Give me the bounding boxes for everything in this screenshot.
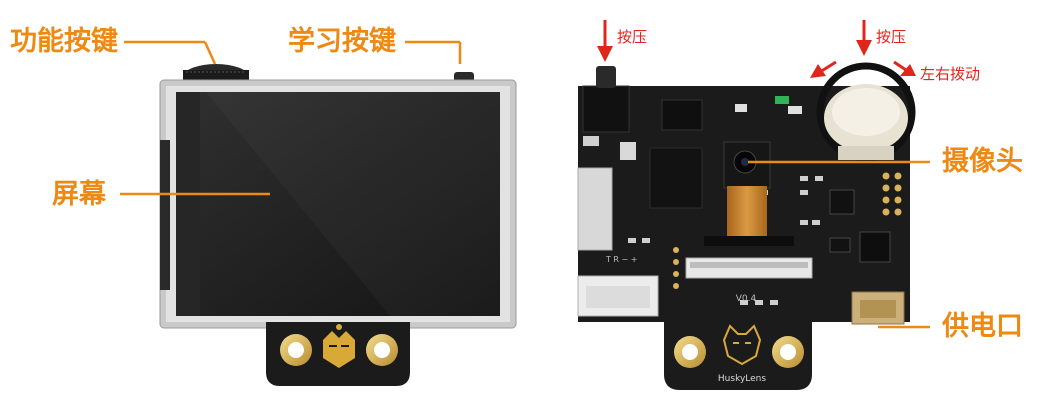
brand-silk: HuskyLens: [718, 374, 766, 384]
front-view: [159, 64, 517, 386]
learn-key-label: 学习按键: [288, 26, 396, 57]
left-connector: [577, 167, 613, 251]
front-pcb-tab: [266, 322, 410, 386]
function-key-label: 功能按键: [10, 26, 118, 57]
camera-flex: [727, 186, 767, 240]
toggle-arrow-left: [810, 60, 837, 78]
learn-button-back: [582, 85, 630, 133]
version-silk: V0.4: [736, 294, 757, 304]
husky-logo: [323, 331, 355, 368]
press-label-left: 按压: [617, 28, 648, 46]
screen-label: 屏幕: [52, 179, 106, 210]
press-label-right: 按压: [876, 28, 907, 46]
toggle-knob: [816, 62, 916, 162]
pin-silk: T R − +: [605, 255, 637, 264]
toggle-arrow-right: [893, 60, 916, 76]
press-arrow-left: [597, 20, 613, 62]
screen: [176, 92, 500, 316]
toggle-label: 左右拨动: [920, 65, 981, 83]
camera-label: 摄像头: [942, 146, 1023, 177]
husky-logo-outline: [722, 324, 762, 366]
gold-pads: [673, 172, 902, 289]
back-view: V0.4 HuskyLens T R − +: [577, 62, 916, 390]
power-label: 供电口: [942, 311, 1023, 342]
press-arrow-right: [856, 20, 872, 56]
